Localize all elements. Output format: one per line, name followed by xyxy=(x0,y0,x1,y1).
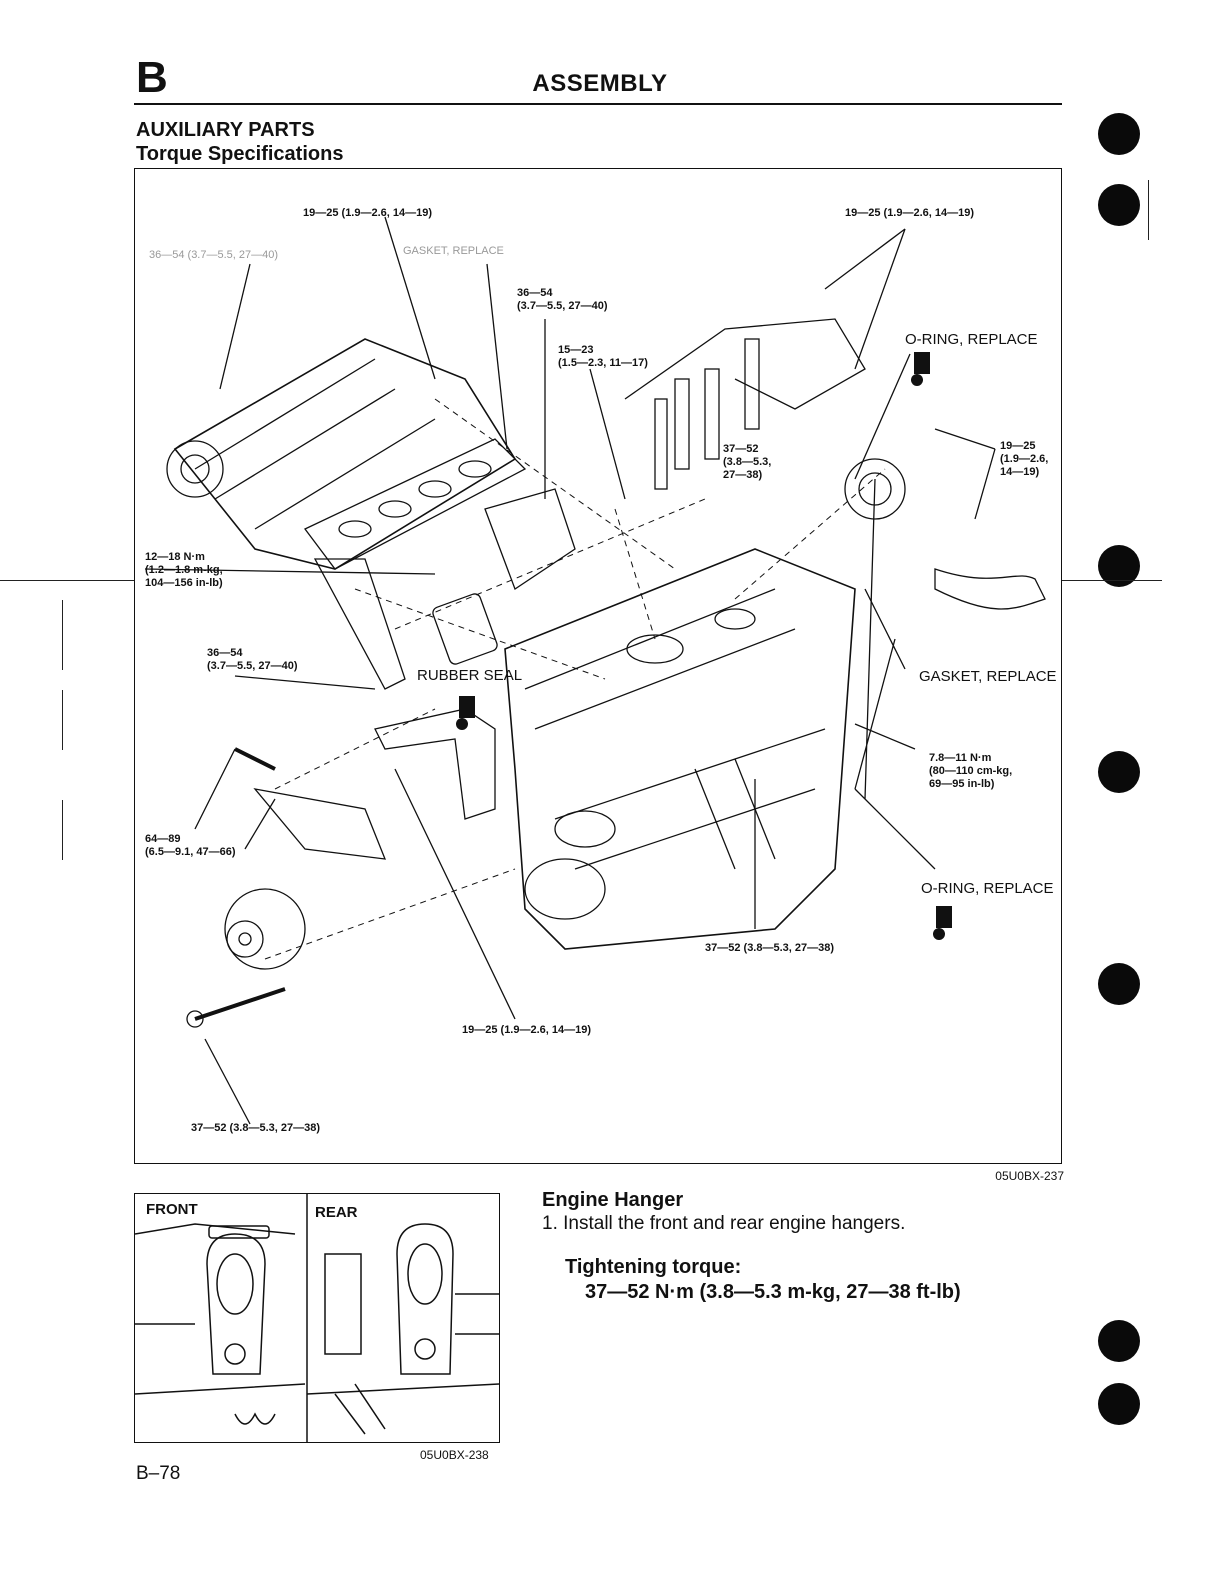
scan-line xyxy=(62,690,63,750)
oil-can-icon xyxy=(911,352,930,386)
rear-label: REAR xyxy=(313,1204,360,1221)
oil-can-icon xyxy=(933,906,952,940)
torque-label: 36—54 (3.7—5.5, 27—40) xyxy=(517,287,608,312)
oil-can-icon xyxy=(456,696,475,730)
engine-exploded-drawing xyxy=(144,216,1046,1125)
binder-dot xyxy=(1098,1320,1140,1362)
binder-dot xyxy=(1098,113,1140,155)
oring-replace-label: O-RING, REPLACE xyxy=(905,331,1038,348)
binder-dot xyxy=(1098,963,1140,1005)
figure-code: 05U0BX-237 xyxy=(995,1169,1064,1183)
scan-line xyxy=(1062,580,1162,581)
tightening-torque-value: 37—52 N·m (3.8—5.3 m-kg, 27—38 ft-lb) xyxy=(585,1281,961,1303)
torque-label: 64—89 (6.5—9.1, 47—66) xyxy=(145,833,236,858)
binder-dot xyxy=(1098,1383,1140,1425)
torque-label: 19—25 (1.9—2.6, 14—19) xyxy=(303,207,433,219)
torque-label: 19—25 (1.9—2.6, 14—19) xyxy=(1000,440,1049,478)
torque-label: 19—25 (1.9—2.6, 14—19) xyxy=(845,207,975,219)
engine-hanger-drawing xyxy=(135,1194,499,1442)
gasket-replace-label: GASKET, REPLACE xyxy=(919,668,1057,685)
header-rule xyxy=(134,103,1062,105)
instruction-step: 1. Install the front and rear engine han… xyxy=(542,1213,906,1234)
scan-line xyxy=(62,600,63,670)
torque-label: 12—18 N·m (1.2—1.8 m-kg, 104—156 in-lb) xyxy=(145,551,223,589)
scan-line xyxy=(0,580,134,581)
front-label: FRONT xyxy=(144,1201,200,1218)
tightening-torque-heading: Tightening torque: xyxy=(565,1256,742,1278)
section-subtitle: Torque Specifications xyxy=(136,143,344,165)
torque-diagram: 19—25 (1.9—2.6, 14—19) 19—25 (1.9—2.6, 1… xyxy=(134,168,1062,1164)
binder-dot xyxy=(1098,751,1140,793)
torque-label: 37—52 (3.8—5.3, 27—38) xyxy=(191,1122,321,1134)
section-letter: B xyxy=(136,53,168,102)
torque-label: 37—52 (3.8—5.3, 27—38) xyxy=(723,443,772,481)
torque-label: 36—54 (3.7—5.5, 27—40) xyxy=(207,647,298,672)
binder-dot xyxy=(1098,184,1140,226)
page-number: B–78 xyxy=(136,1463,181,1484)
section-title: AUXILIARY PARTS xyxy=(136,119,315,141)
page-heading: ASSEMBLY xyxy=(532,70,668,97)
torque-label: 7.8—11 N·m (80—110 cm-kg, 69—95 in-lb) xyxy=(929,752,1013,790)
torque-label: 19—25 (1.9—2.6, 14—19) xyxy=(462,1024,592,1036)
torque-label: 37—52 (3.8—5.3, 27—38) xyxy=(705,942,835,954)
oring-replace-label: O-RING, REPLACE xyxy=(921,880,1054,897)
scan-line xyxy=(1148,180,1149,240)
scan-line xyxy=(62,800,63,860)
figure-code: 05U0BX-238 xyxy=(420,1448,489,1462)
torque-label: 15—23 (1.5—2.3, 11—17) xyxy=(558,344,648,369)
faint-gasket-label: GASKET, REPLACE xyxy=(403,245,504,257)
rubber-seal-label: RUBBER SEAL xyxy=(417,667,523,684)
engine-hanger-figure: FRONT REAR xyxy=(134,1193,500,1443)
faint-torque-label: 36—54 (3.7—5.5, 27—40) xyxy=(149,249,279,261)
engine-hanger-title: Engine Hanger xyxy=(542,1189,684,1211)
